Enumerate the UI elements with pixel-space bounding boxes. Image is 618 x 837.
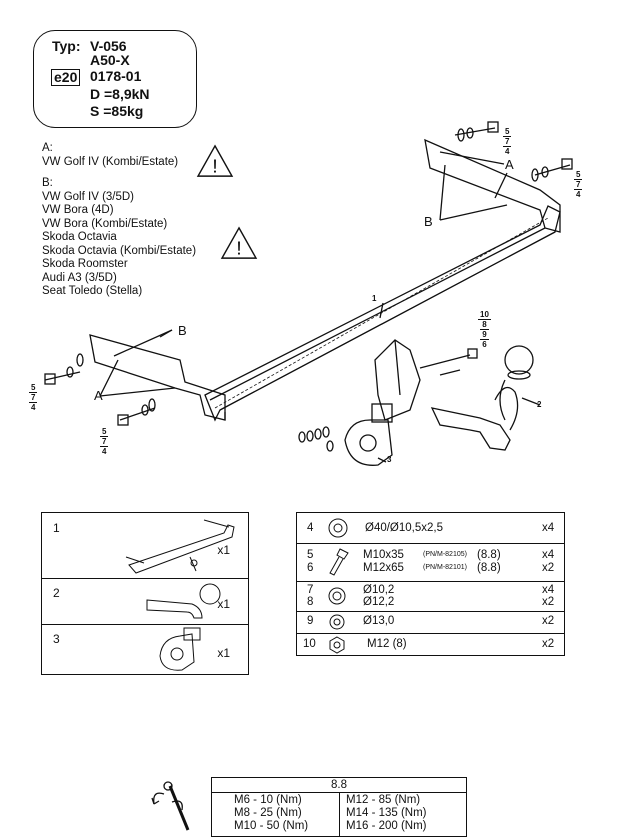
vehicle-item: Skoda Octavia (Kombi/Estate) <box>42 244 197 257</box>
table-row: 9 Ø13,0 x2 <box>297 611 564 634</box>
vehicle-item: Seat Toledo (Stella) <box>42 285 143 297</box>
d-value: D =8,9kN <box>90 86 150 102</box>
table-row: 2 x1 <box>42 578 248 625</box>
crossbar-thumbnail <box>125 519 235 574</box>
table-row: 1 x1 <box>42 513 248 579</box>
torque-table: 8.8 M6 - 10 (Nm) M8 - 25 (Nm) M10 - 50 (… <box>211 777 467 837</box>
approval-number: 0178-01 <box>90 68 142 84</box>
vehicle-item: VW Golf IV (3/5D) <box>42 190 135 203</box>
table-row: 4 Ø40/Ø10,5x2,5 x4 <box>297 513 564 544</box>
warning-icon: ! <box>220 226 258 259</box>
torque-column-left: M6 - 10 (Nm) M8 - 25 (Nm) M10 - 50 (Nm) <box>234 794 309 832</box>
ball-neck-thumbnail <box>146 583 221 619</box>
label-a: A <box>505 157 514 172</box>
washer-icon <box>328 518 348 538</box>
vehicle-item: Audi A3 (3/5D) <box>42 271 117 284</box>
vehicle-item: Skoda Octavia <box>42 231 117 243</box>
label-b: B <box>424 214 433 229</box>
svg-text:!: ! <box>212 156 217 177</box>
torque-column-right: M12 - 85 (Nm) M14 - 135 (Nm) M16 - 200 (… <box>346 794 427 832</box>
socket-plate-thumbnail <box>159 627 201 671</box>
vehicle-item: VW Golf IV (Kombi/Estate) <box>42 155 179 168</box>
model-code: V-056 <box>90 38 127 54</box>
label-b: B <box>178 323 187 338</box>
bolt-icon <box>329 548 349 576</box>
type-info-box: Typ: V-056 A50-X e20 0178-01 D =8,9kN S … <box>33 30 197 128</box>
table-row: 5 6 M10x35 M12x65 (PN/M-82105) (PN/M-821… <box>297 543 564 582</box>
table-row: 10 M12 (8) x2 <box>297 633 564 657</box>
label-a: A <box>94 388 103 403</box>
s-value: S =85kg <box>90 103 144 119</box>
part-label-2: 2 <box>537 400 542 409</box>
torque-wrench-icon <box>151 781 190 831</box>
variant-code: A50-X <box>90 52 130 68</box>
part-label-3: 3 <box>387 455 392 464</box>
hardware-table: 4 Ø40/Ø10,5x2,5 x4 5 6 M10x35 M12x65 (PN… <box>296 512 565 656</box>
exploded-assembly-diagram <box>44 121 573 466</box>
vehicle-list-a: A: VW Golf IV (Kombi/Estate) <box>42 142 178 169</box>
vehicle-list-b: B: VW Golf IV (3/5D) VW Bora (4D) VW Bor… <box>42 177 196 299</box>
warning-icon: ! <box>196 144 234 177</box>
torque-grade-header: 8.8 <box>212 778 466 793</box>
main-parts-table: 1 x1 2 x1 3 x1 <box>41 512 249 675</box>
washer-icon <box>329 614 345 630</box>
nut-icon <box>329 636 345 654</box>
group-a-label: A: <box>42 142 53 154</box>
vehicle-item: Skoda Roomster <box>42 258 128 270</box>
spring-washer-icon <box>328 587 346 605</box>
group-b-label: B: <box>42 177 53 189</box>
table-row: 7 8 Ø10,2 Ø12,2 x4 x2 <box>297 581 564 612</box>
svg-text:!: ! <box>236 238 241 259</box>
part-label-1: 1 <box>372 294 377 303</box>
approval-mark: e20 <box>51 69 81 86</box>
vehicle-item: VW Bora (Kombi/Estate) <box>42 217 168 230</box>
type-label: Typ: <box>52 38 81 54</box>
vehicle-item: VW Bora (4D) <box>42 204 114 216</box>
table-row: 3 x1 <box>42 624 248 676</box>
